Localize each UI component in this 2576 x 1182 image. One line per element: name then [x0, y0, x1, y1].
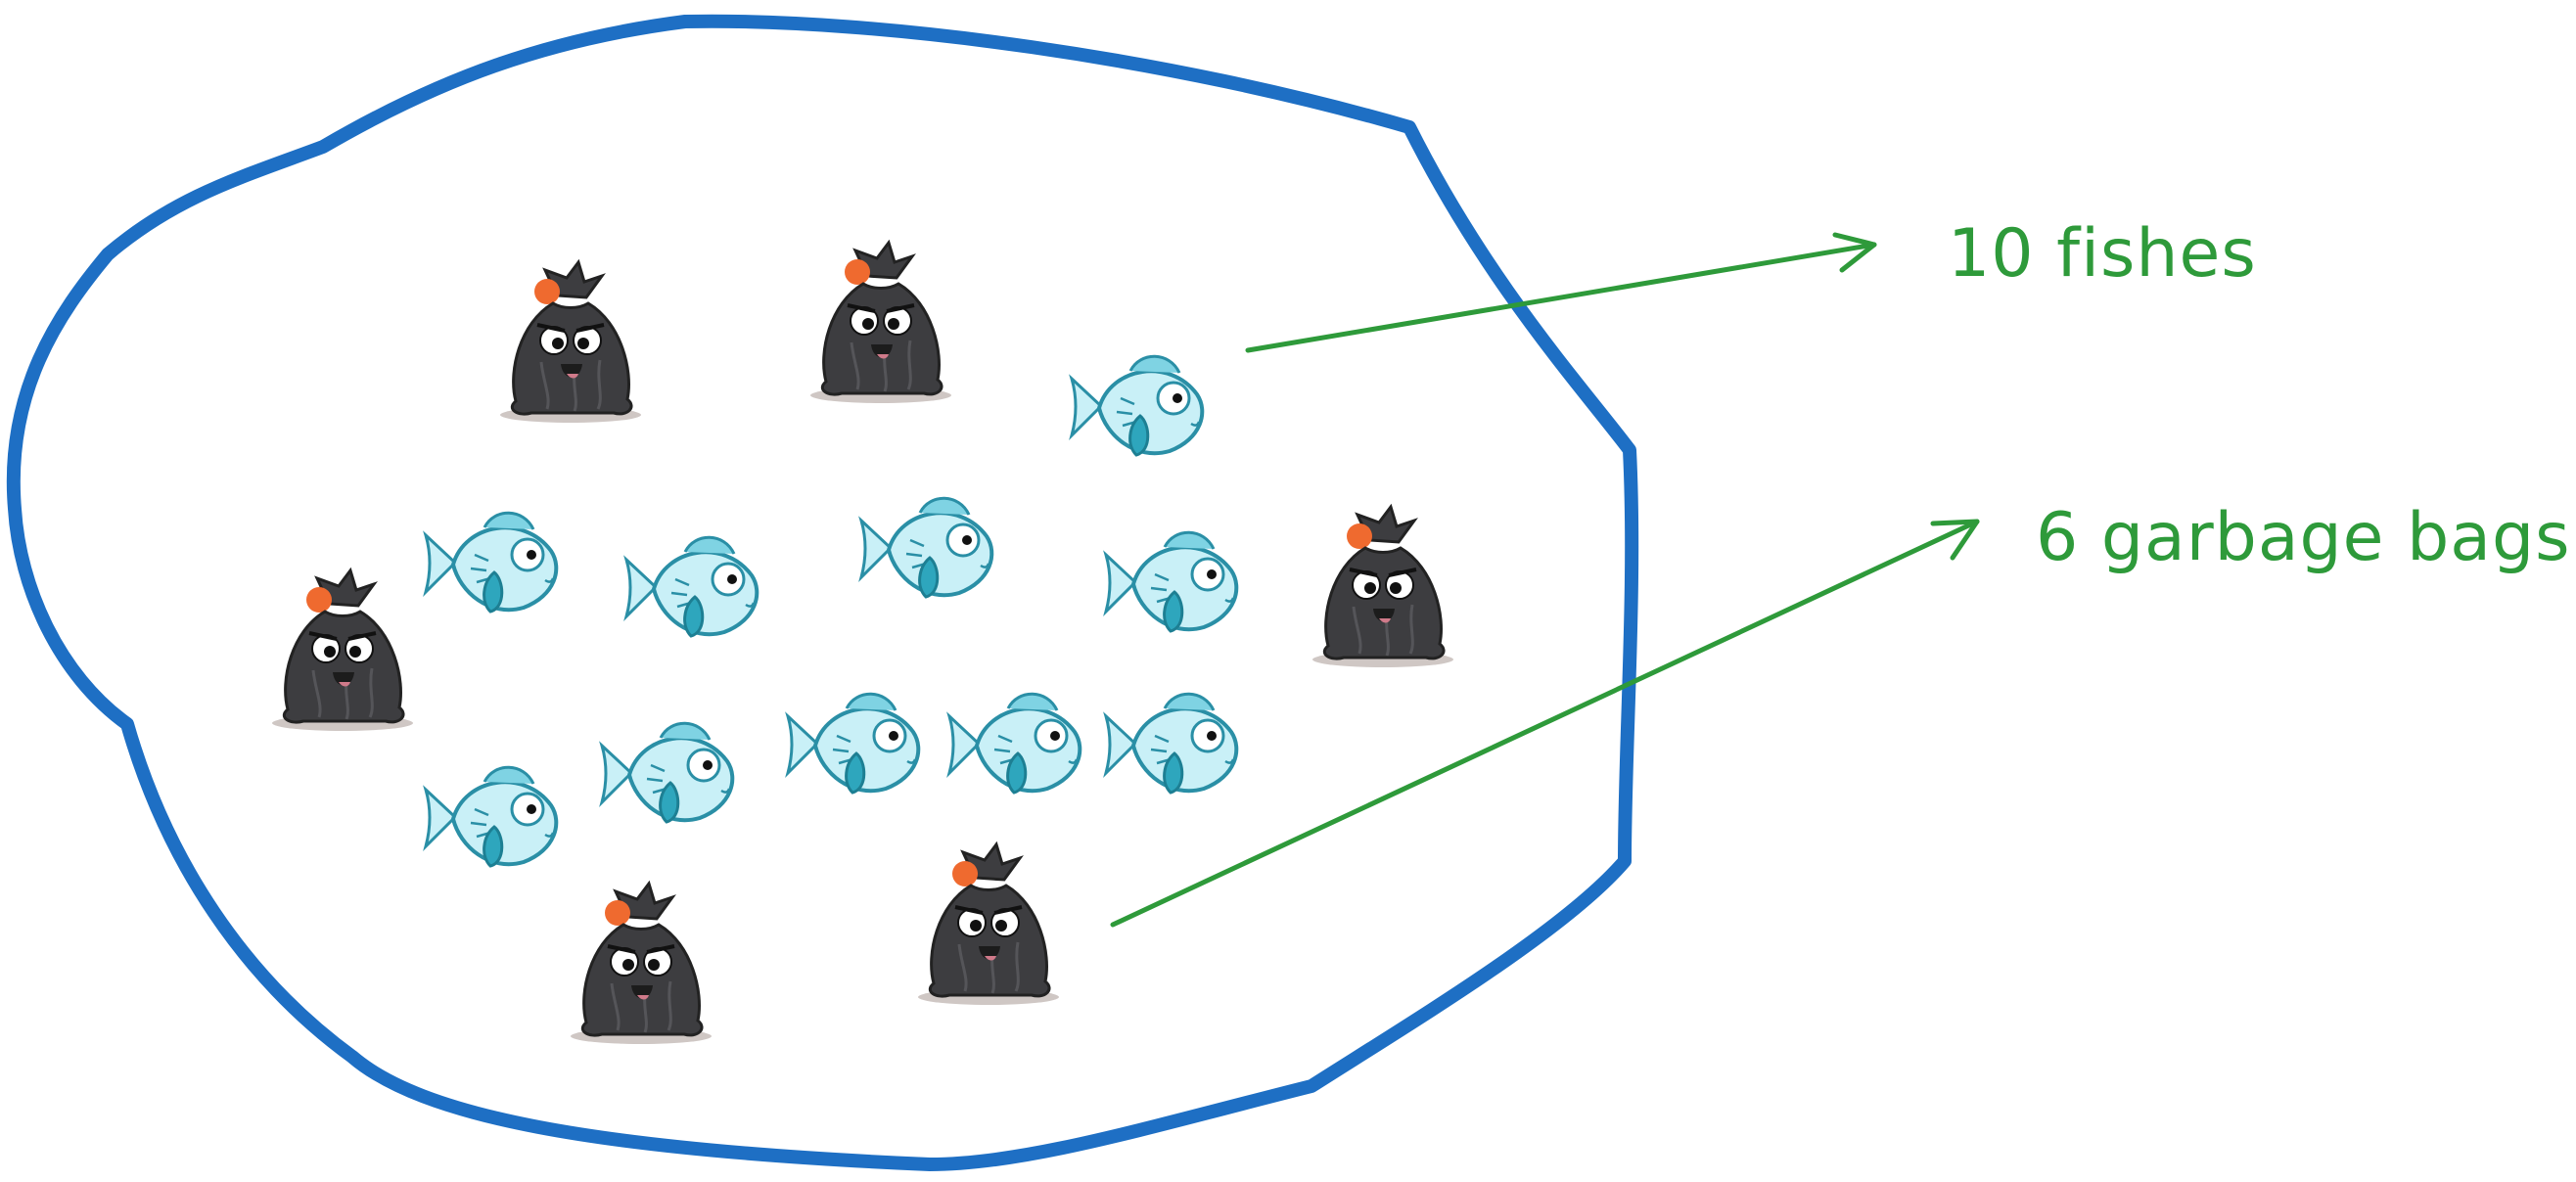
fish-icon — [947, 692, 1082, 795]
fish-icon — [424, 511, 559, 614]
fishes-count-label: 10 fishes — [1948, 215, 2257, 293]
garbage-bag-icon — [498, 260, 643, 425]
garbage-bags-count-label: 6 garbage bags — [2036, 499, 2571, 576]
fish-icon — [1104, 530, 1239, 633]
garbage-bags-arrow — [1110, 519, 1980, 928]
fish-icon — [786, 692, 921, 795]
fish-icon — [600, 721, 735, 824]
fish-icon — [624, 535, 759, 638]
fish-icon — [1070, 354, 1205, 457]
fish-icon — [859, 496, 994, 599]
garbage-bag-icon — [916, 842, 1061, 1007]
fishes-arrow — [1245, 232, 1877, 353]
garbage-bag-icon — [270, 568, 415, 733]
garbage-bag-icon — [808, 241, 953, 405]
fish-icon — [424, 765, 559, 868]
fish-icon — [1104, 692, 1239, 795]
garbage-bag-icon — [1311, 505, 1455, 669]
pond-outline — [6, 14, 1639, 1171]
garbage-bag-icon — [569, 882, 713, 1046]
